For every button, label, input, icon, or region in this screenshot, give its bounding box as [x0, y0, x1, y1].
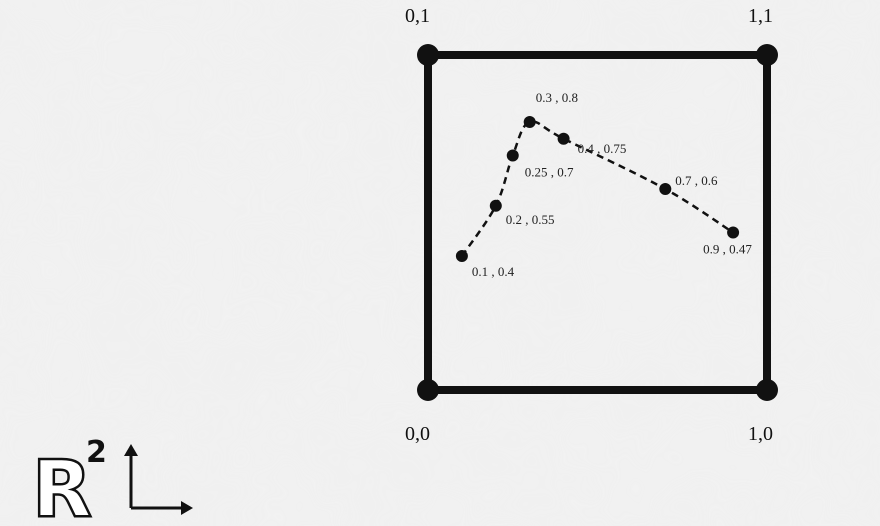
unit-square-frame [424, 51, 771, 394]
curve-point [727, 226, 740, 239]
point-label: 0.3 , 0.8 [536, 90, 578, 105]
corner-dot-top-right [756, 44, 778, 66]
point-label: 0.9 , 0.47 [703, 242, 752, 257]
curve-point [506, 149, 519, 162]
point-label: 0.25 , 0.7 [525, 165, 574, 180]
axes-icon [124, 444, 193, 515]
curve-point [523, 116, 536, 128]
curve-point [557, 132, 570, 145]
point-label: 0.4 , 0.75 [578, 141, 627, 156]
corner-dot-top-left [417, 44, 439, 66]
point-label: 0.7 , 0.6 [675, 173, 718, 188]
corner-label-bottom-left: 0,0 [405, 423, 430, 445]
curve-point [659, 183, 672, 195]
point-label: 0.2 , 0.55 [506, 212, 555, 227]
r2-symbol: R 2 [31, 435, 107, 526]
corner-dot-bottom-left [417, 379, 439, 401]
r2-letter: R [32, 445, 92, 526]
r2-exponent: 2 [86, 435, 107, 470]
corner-dot-bottom-right [756, 379, 778, 401]
corner-label-bottom-right: 1,0 [748, 423, 773, 445]
curve-layer: 0.1 , 0.4 0.2 , 0.55 0.25 , 0.7 0.3 , 0.8 0.… [455, 90, 752, 279]
curve-point [455, 250, 468, 262]
curve-point [489, 199, 502, 212]
point-label: 0.1 , 0.4 [472, 264, 515, 279]
corner-label-top-left: 0,1 [405, 5, 430, 27]
corner-label-top-right: 1,1 [748, 5, 773, 27]
